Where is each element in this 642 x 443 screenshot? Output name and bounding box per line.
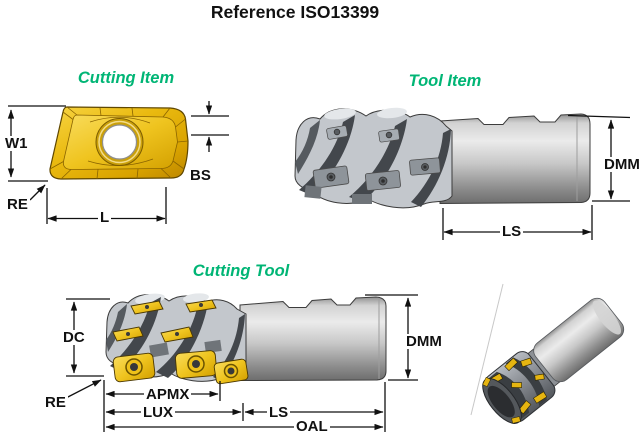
re-leader-arrow bbox=[29, 184, 46, 201]
tool-item-head bbox=[294, 107, 453, 209]
dim-label-ls-tool-item: LS bbox=[500, 223, 524, 240]
cutting-item-heading: Cutting Item bbox=[77, 69, 175, 87]
dim-label-w1: W1 bbox=[3, 135, 30, 152]
dim-label-re: RE bbox=[5, 196, 30, 213]
re-leader-arrow-2 bbox=[63, 379, 102, 400]
cutting-tool-dimensions bbox=[63, 294, 418, 432]
cutting-tool-head bbox=[105, 293, 249, 385]
insert-facet-lines bbox=[49, 106, 189, 180]
dim-label-ls-cutting-tool: LS bbox=[267, 404, 291, 421]
dim-label-re-cutting-tool: RE bbox=[43, 394, 68, 411]
dim-label-dmm-cutting-tool: DMM bbox=[404, 333, 444, 350]
insert-hole bbox=[101, 124, 138, 160]
cutting-tool-graphic bbox=[105, 293, 387, 385]
dim-label-oal: OAL bbox=[294, 418, 330, 435]
dim-label-dmm-tool-item: DMM bbox=[602, 156, 642, 173]
cutting-item-graphic bbox=[49, 106, 189, 180]
tool-item-heading: Tool Item bbox=[408, 72, 482, 90]
dim-label-bs: BS bbox=[188, 167, 213, 184]
cutting-tool-heading: Cutting Tool bbox=[192, 262, 290, 280]
page-title: Reference ISO13399 bbox=[210, 2, 380, 22]
dim-label-dc: DC bbox=[61, 329, 87, 346]
dim-label-l: L bbox=[98, 209, 112, 226]
cutting-tool-3d-view bbox=[470, 283, 625, 424]
tool-item-graphic bbox=[294, 107, 591, 209]
tool-item-shank bbox=[439, 113, 591, 205]
dim-label-lux: LUX bbox=[141, 404, 175, 421]
cutting-tool-shank bbox=[239, 296, 387, 382]
dim-label-apmx: APMX bbox=[144, 386, 192, 403]
